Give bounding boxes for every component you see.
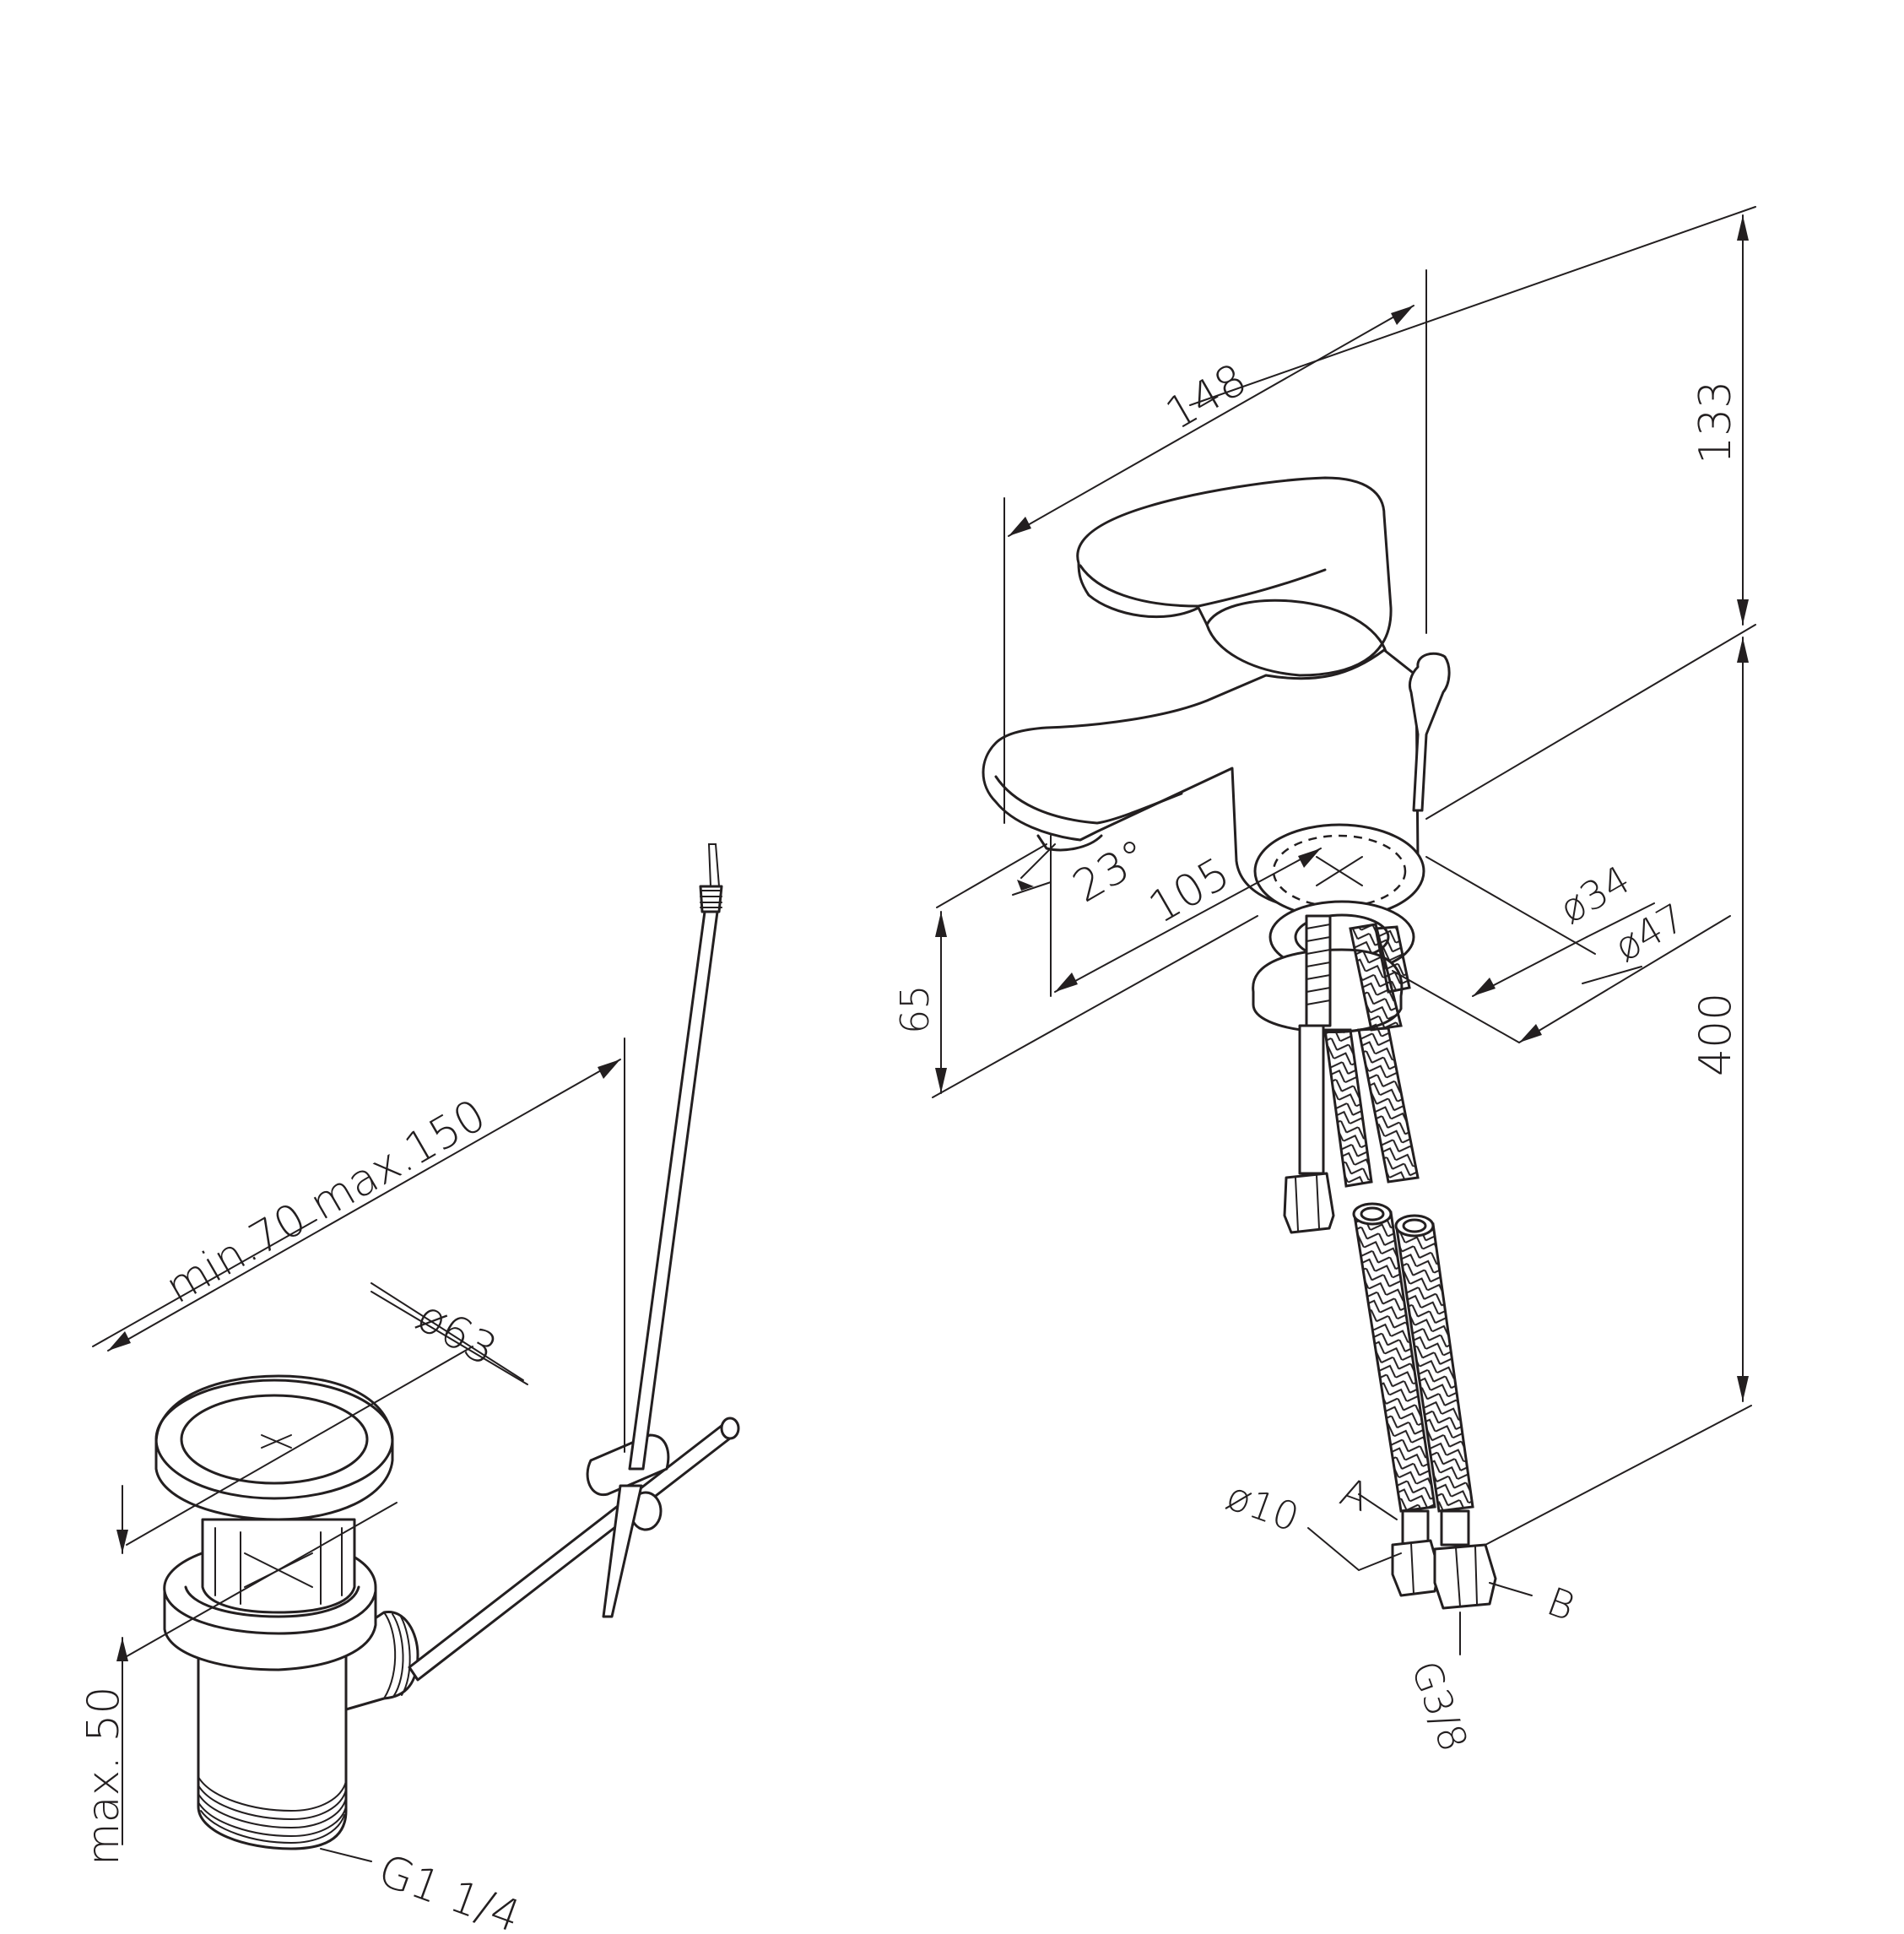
dim-105: 105 [1141, 848, 1239, 934]
dim-133: 133 [1690, 381, 1741, 464]
dim-23deg: 23° [1065, 830, 1158, 913]
dim-drain-rod: min.70 max.150 [158, 1090, 495, 1314]
lever-handle [1076, 476, 1393, 677]
hose-upper-a [1323, 1028, 1373, 1188]
dim-max50: max. 50 [78, 1686, 129, 1866]
dim-400: 400 [1690, 993, 1741, 1076]
dim-g1-1-4: G1 1/4 [372, 1845, 527, 1934]
popup-rod-knob [1408, 652, 1451, 812]
drain-dimensions [92, 1037, 625, 1862]
drain-body [197, 1655, 348, 1850]
label-b: B [1541, 1579, 1581, 1630]
drain-rod [408, 1421, 736, 1682]
faucet-dimensions [932, 206, 1756, 1655]
dim-ø63: ø63 [408, 1291, 506, 1376]
hose-nut-a [1391, 1539, 1441, 1597]
threaded-stud [1305, 914, 1332, 1027]
lift-rod [628, 910, 719, 1471]
faucet-assembly [982, 476, 1497, 1610]
dim-65: 65 [892, 984, 938, 1034]
hose-nut-b [1433, 1543, 1497, 1610]
drain-assembly [154, 843, 740, 1850]
dim-148: 148 [1158, 355, 1256, 441]
dim-ø10: ø10 [1220, 1473, 1305, 1541]
rod-clip [586, 1433, 670, 1497]
label-a: A [1334, 1469, 1375, 1521]
stud-nut [1283, 1172, 1335, 1234]
dim-g3-8: G3/8 [1403, 1655, 1477, 1758]
drain-cap [154, 1374, 394, 1521]
